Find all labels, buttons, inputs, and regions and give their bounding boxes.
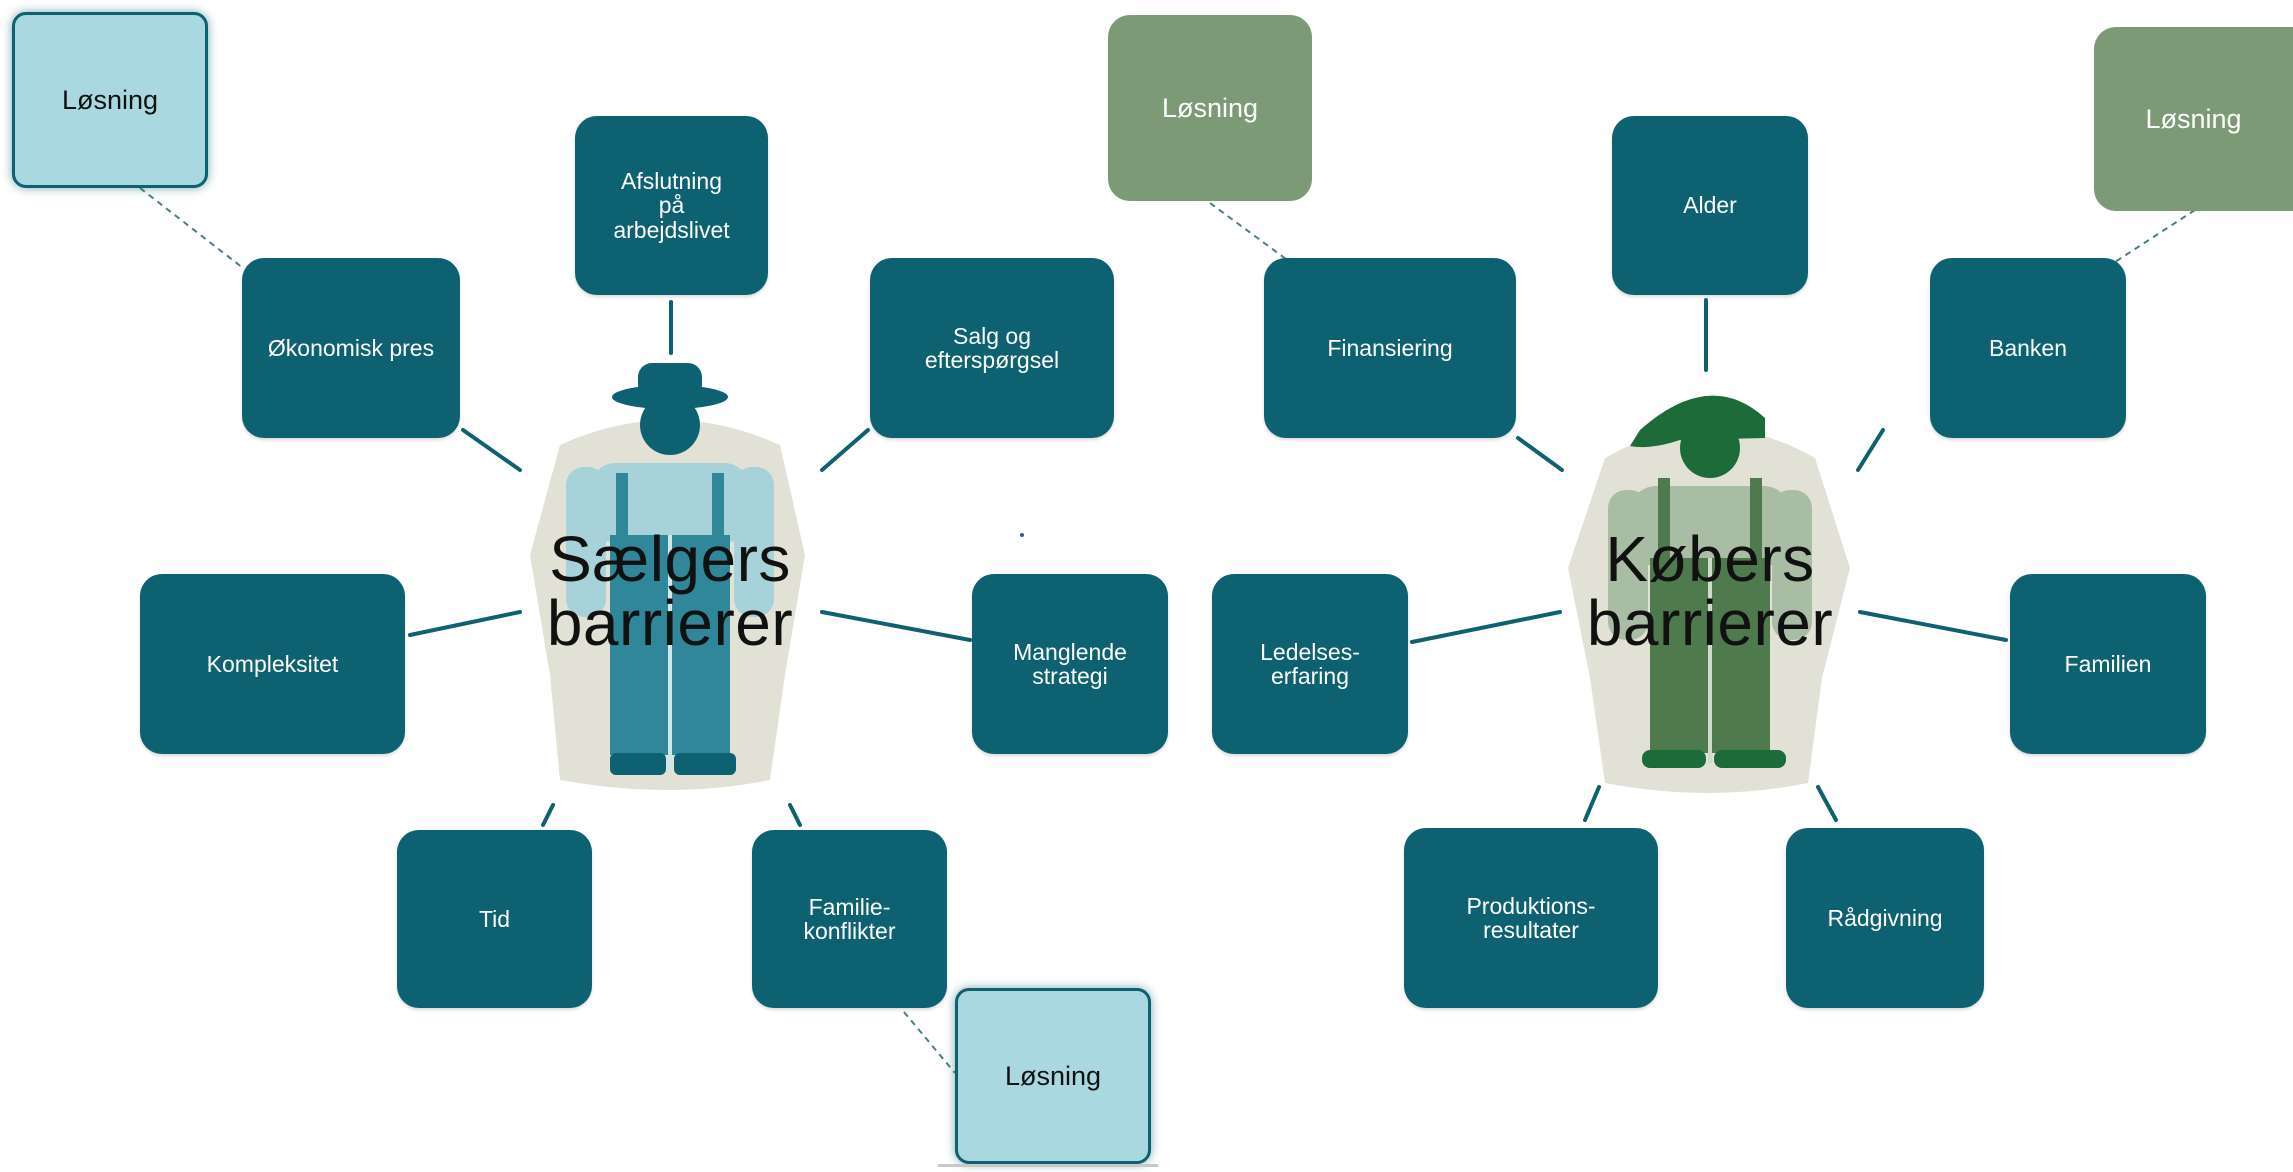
connector-tid (541, 803, 555, 827)
stray-dot (1020, 533, 1024, 537)
connector-okonomisk (461, 428, 522, 472)
dashed-solution-seller-top (139, 187, 244, 269)
barrier-familien: Familien (2010, 574, 2206, 754)
buyer-title: Købers barrierer (1586, 523, 1834, 659)
connector-ledelseserfaring (1410, 610, 1562, 644)
solution-buyer-right: Løsning (2094, 27, 2293, 211)
solution-seller-top-left: Løsning (12, 12, 208, 188)
seller-farmer-figure (530, 363, 805, 790)
barrier-manglende-strategi: Manglende strategi (972, 574, 1168, 754)
barrier-kompleksitet: Kompleksitet (140, 574, 405, 754)
connector-familien (1858, 610, 2008, 642)
barrier-ledelses-erfaring: Ledelses- erfaring (1212, 574, 1408, 754)
dashed-solution-seller-bottom (903, 1011, 956, 1074)
farmer-hat-figure-icon (566, 363, 774, 775)
connector-salg (820, 428, 870, 472)
barrier-produktions-resultater: Produktions- resultater (1404, 828, 1658, 1008)
buyer-farmer-figure (1568, 395, 1850, 793)
connector-familiekonflikter (788, 803, 802, 827)
farmer-cap-figure-icon (1608, 395, 1812, 768)
connector-banken (1856, 428, 1885, 472)
solution-buyer-left: Løsning (1108, 15, 1312, 201)
barrier-raadgivning: Rådgivning (1786, 828, 1984, 1008)
connector-finansiering (1516, 436, 1564, 472)
barrier-tid: Tid (397, 830, 592, 1008)
seller-title: Sælgers barrierer (546, 523, 794, 659)
connector-manglende (820, 610, 972, 642)
solution-seller-bottom: Løsning (955, 988, 1151, 1164)
dashed-solution-buyer-right (2114, 209, 2196, 263)
barrier-okonomisk-pres: Økonomisk pres (242, 258, 460, 438)
barrier-banken: Banken (1930, 258, 2126, 438)
barrier-afslutning-paa-arbejdslivet: Afslutning på arbejdslivet (575, 116, 768, 295)
barrier-familie-konflikter: Familie- konflikter (752, 830, 947, 1008)
bottom-line (938, 1164, 1158, 1167)
dashed-solution-buyer-left (1209, 202, 1291, 263)
barrier-finansiering: Finansiering (1264, 258, 1516, 438)
connector-kompleksitet (408, 610, 522, 637)
barrier-salg-og-efterspoergsel: Salg og efterspørgsel (870, 258, 1114, 438)
barrier-alder: Alder (1612, 116, 1808, 295)
